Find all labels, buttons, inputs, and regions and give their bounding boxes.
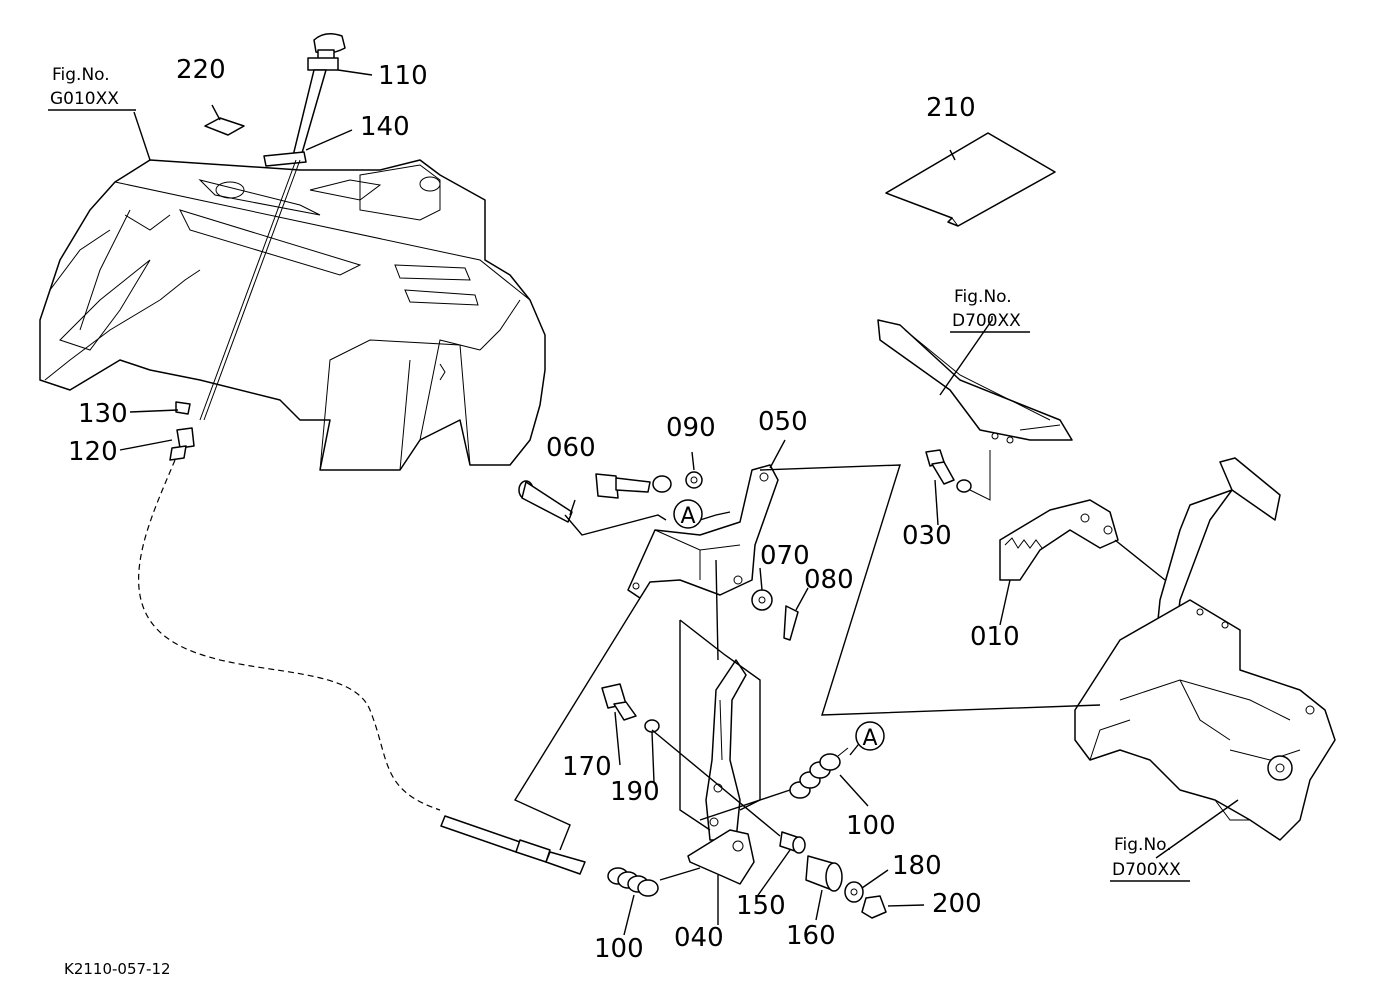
- detent-plate: [999, 499, 1119, 581]
- part-label-210: 210: [926, 93, 976, 123]
- decal-sheet: [885, 132, 1056, 227]
- bracket-050: [627, 464, 779, 599]
- callout-a-upper: A: [673, 499, 703, 529]
- pin-060: [518, 480, 573, 523]
- part-label-060: 060: [546, 433, 596, 463]
- leader-lines: [119, 69, 1239, 936]
- cable-end-fitting: [440, 815, 586, 875]
- part-label-140: 140: [360, 112, 410, 142]
- spring-100-lower: [607, 867, 659, 897]
- svg-text:Fig.No.: Fig.No.: [1114, 835, 1172, 855]
- svg-text:G010XX: G010XX: [50, 89, 119, 109]
- part-label-090: 090: [666, 413, 716, 443]
- svg-text:Fig.No.: Fig.No.: [954, 287, 1012, 307]
- part-number-labels: 220 110 140 210 130 120 060 090 050 070 …: [68, 55, 1020, 964]
- part-label-160: 160: [786, 921, 836, 951]
- part-label-190: 190: [610, 777, 660, 807]
- bolt-upper: [595, 471, 703, 499]
- part-label-040: 040: [674, 923, 724, 953]
- callout-a-lower: A: [855, 721, 885, 751]
- part-label-100-upper: 100: [846, 811, 896, 841]
- svg-text:A: A: [680, 504, 695, 529]
- part-label-110: 110: [378, 61, 428, 91]
- part-label-010: 010: [970, 622, 1020, 652]
- console-housing: [39, 159, 546, 471]
- part-label-150: 150: [736, 891, 786, 921]
- part-label-070: 070: [760, 541, 810, 571]
- svg-text:A: A: [862, 726, 877, 751]
- pedal-frame: [1074, 457, 1336, 841]
- part-label-220: 220: [176, 55, 226, 85]
- bolt-030: [925, 449, 972, 493]
- lever-040: [687, 659, 755, 885]
- washer-180-nut-200: [844, 881, 887, 919]
- part-label-180: 180: [892, 851, 942, 881]
- part-label-050: 050: [758, 407, 808, 437]
- fig-ref-bottom-right: Fig.No. D700XX: [1110, 835, 1190, 882]
- svg-text:D700XX: D700XX: [1112, 860, 1181, 880]
- collar-150-160: [779, 831, 843, 892]
- diagram-code: K2110-057-12: [64, 960, 171, 978]
- svg-text:D700XX: D700XX: [952, 311, 1021, 331]
- part-label-080: 080: [804, 565, 854, 595]
- throttle-cable: [138, 459, 441, 811]
- bolt-170: [601, 683, 660, 733]
- fig-ref-mid-right: Fig.No. D700XX: [950, 287, 1030, 333]
- part-label-120: 120: [68, 437, 118, 467]
- part-label-100-lower: 100: [594, 934, 644, 964]
- part-label-030: 030: [902, 521, 952, 551]
- decal-small: [204, 117, 245, 136]
- spring-100-upper: [789, 747, 849, 799]
- svg-text:Fig.No.: Fig.No.: [52, 65, 110, 85]
- fig-ref-top-left: Fig.No. G010XX: [48, 65, 136, 111]
- washer-070-pin-080: [751, 589, 799, 641]
- part-label-170: 170: [562, 752, 612, 782]
- part-label-200: 200: [932, 889, 982, 919]
- throttle-knob-assembly: [169, 33, 346, 461]
- pedal-linkage-upper: [877, 319, 1073, 501]
- part-label-130: 130: [78, 399, 128, 429]
